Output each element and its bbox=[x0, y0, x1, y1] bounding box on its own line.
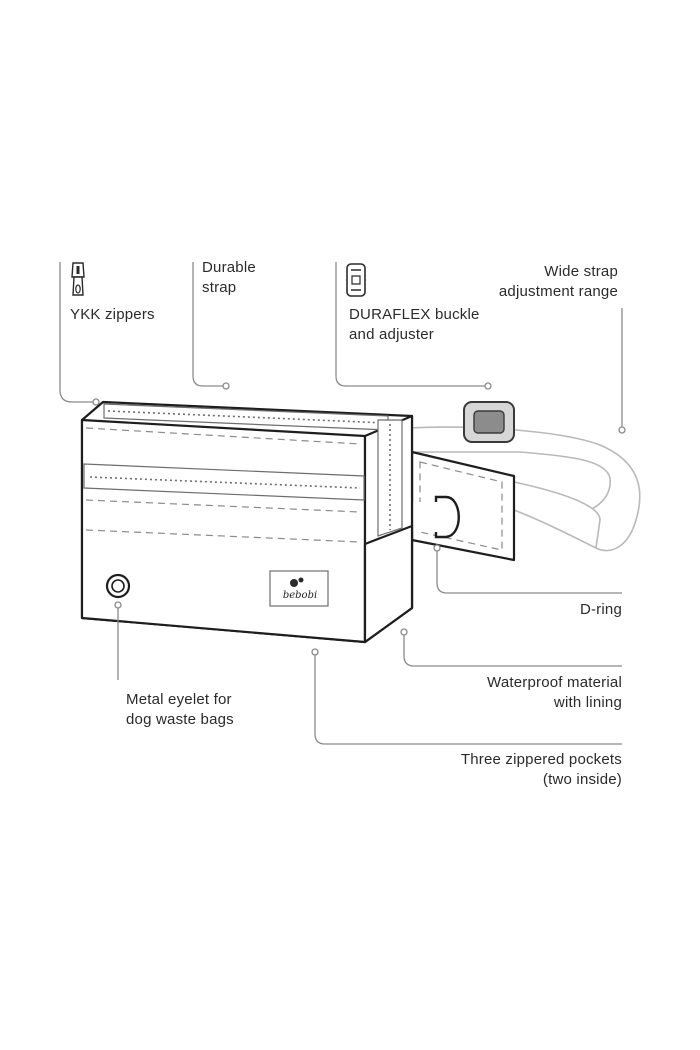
side-flap bbox=[410, 450, 516, 562]
top-zipper bbox=[103, 403, 403, 537]
leader-lines bbox=[59, 262, 626, 745]
label-wide-strap-adjustment: Wide strap adjustment range bbox=[498, 263, 618, 300]
buckle bbox=[463, 401, 515, 443]
zipper-pull-icon bbox=[71, 262, 85, 296]
buckle-icon bbox=[346, 263, 366, 297]
label-metal-eyelet: Metal eyelet for dog waste bags bbox=[126, 691, 234, 728]
label-duraflex-buckle: DURAFLEX buckle and adjuster bbox=[349, 306, 480, 343]
metal-eyelet bbox=[105, 573, 131, 599]
bag-body bbox=[80, 400, 414, 644]
label-waterproof-material: Waterproof material with lining bbox=[487, 674, 622, 711]
logo-text: bebobi bbox=[283, 590, 317, 601]
label-ykk-zippers: YKK zippers bbox=[70, 306, 155, 323]
d-ring bbox=[434, 495, 460, 539]
strap bbox=[407, 426, 641, 552]
label-durable-strap: Durable strap bbox=[202, 259, 256, 296]
label-three-zippered-pockets: Three zippered pockets (two inside) bbox=[460, 751, 622, 788]
front-zipper bbox=[83, 463, 365, 501]
logo-patch: bebobi bbox=[269, 570, 329, 607]
label-d-ring: D-ring bbox=[579, 601, 622, 618]
